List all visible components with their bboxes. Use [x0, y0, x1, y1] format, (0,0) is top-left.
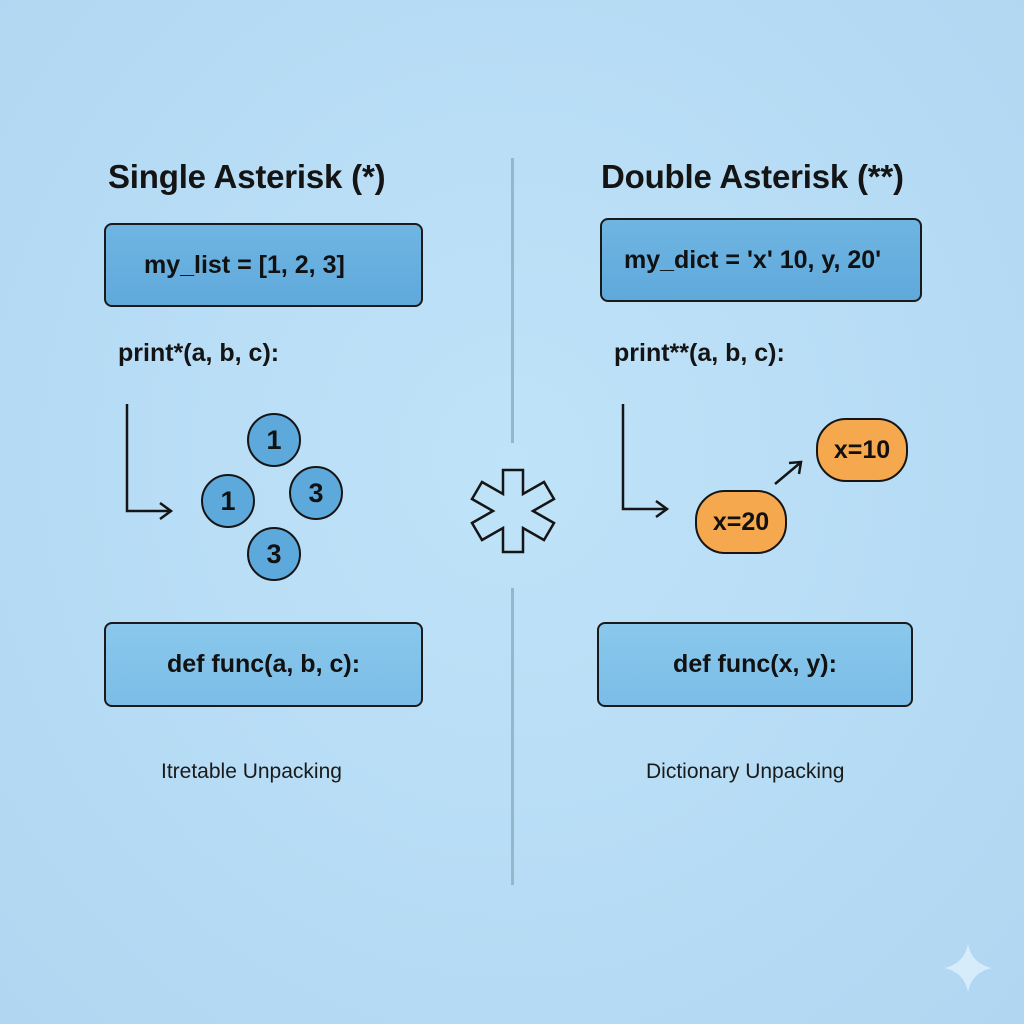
function-signature-text: def func(x, y):	[673, 650, 837, 678]
unpacked-item-circle: 1	[201, 474, 255, 528]
unpacked-kv-pill: x=20	[695, 490, 787, 554]
elbow-arrow-icon	[621, 404, 803, 519]
list-definition-text: my_list = [1, 2, 3]	[144, 250, 345, 279]
dict-definition-box: my_dict = 'x' 10, y, 20'	[600, 218, 922, 302]
divider-bottom	[511, 588, 514, 885]
right-panel-title: Double Asterisk (**)	[601, 158, 904, 195]
single-asterisk-call: print*(a, b, c):	[118, 339, 280, 367]
left-panel-caption: Itretable Unpacking	[161, 760, 342, 783]
double-asterisk-call: print**(a, b, c):	[614, 339, 785, 367]
right-panel-caption: Dictionary Unpacking	[646, 760, 845, 783]
left-panel: Single Asterisk (*) my_list = [1, 2, 3] …	[104, 158, 423, 783]
dict-definition-text: my_dict = 'x' 10, y, 20'	[624, 245, 882, 274]
function-signature-text: def func(a, b, c):	[166, 650, 361, 678]
unpacked-kv-label: x=20	[712, 507, 770, 536]
unpacked-item-label: 3	[308, 477, 324, 508]
function-signature-box: def func(a, b, c):	[104, 622, 423, 707]
unpacked-kv-label: x=10	[833, 435, 891, 464]
asterisk-outline-icon	[470, 468, 556, 554]
left-panel-title: Single Asterisk (*)	[108, 158, 386, 195]
unpacked-item-circle: 3	[247, 527, 301, 581]
unpacked-item-label: 1	[220, 485, 236, 516]
elbow-arrow-icon	[125, 404, 174, 521]
divider-top	[511, 158, 514, 443]
right-panel: Double Asterisk (**) my_dict = 'x' 10, y…	[512, 0, 1024, 1024]
unpacked-item-label: 1	[266, 424, 282, 455]
list-definition-box: my_list = [1, 2, 3]	[104, 223, 423, 307]
unpacked-item-label: 3	[266, 538, 282, 569]
unpacked-item-circle: 1	[247, 413, 301, 467]
sparkle-icon	[944, 944, 992, 992]
unpacked-kv-pill: x=10	[816, 418, 908, 482]
function-signature-box: def func(x, y):	[597, 622, 913, 707]
unpacked-item-circle: 3	[289, 466, 343, 520]
